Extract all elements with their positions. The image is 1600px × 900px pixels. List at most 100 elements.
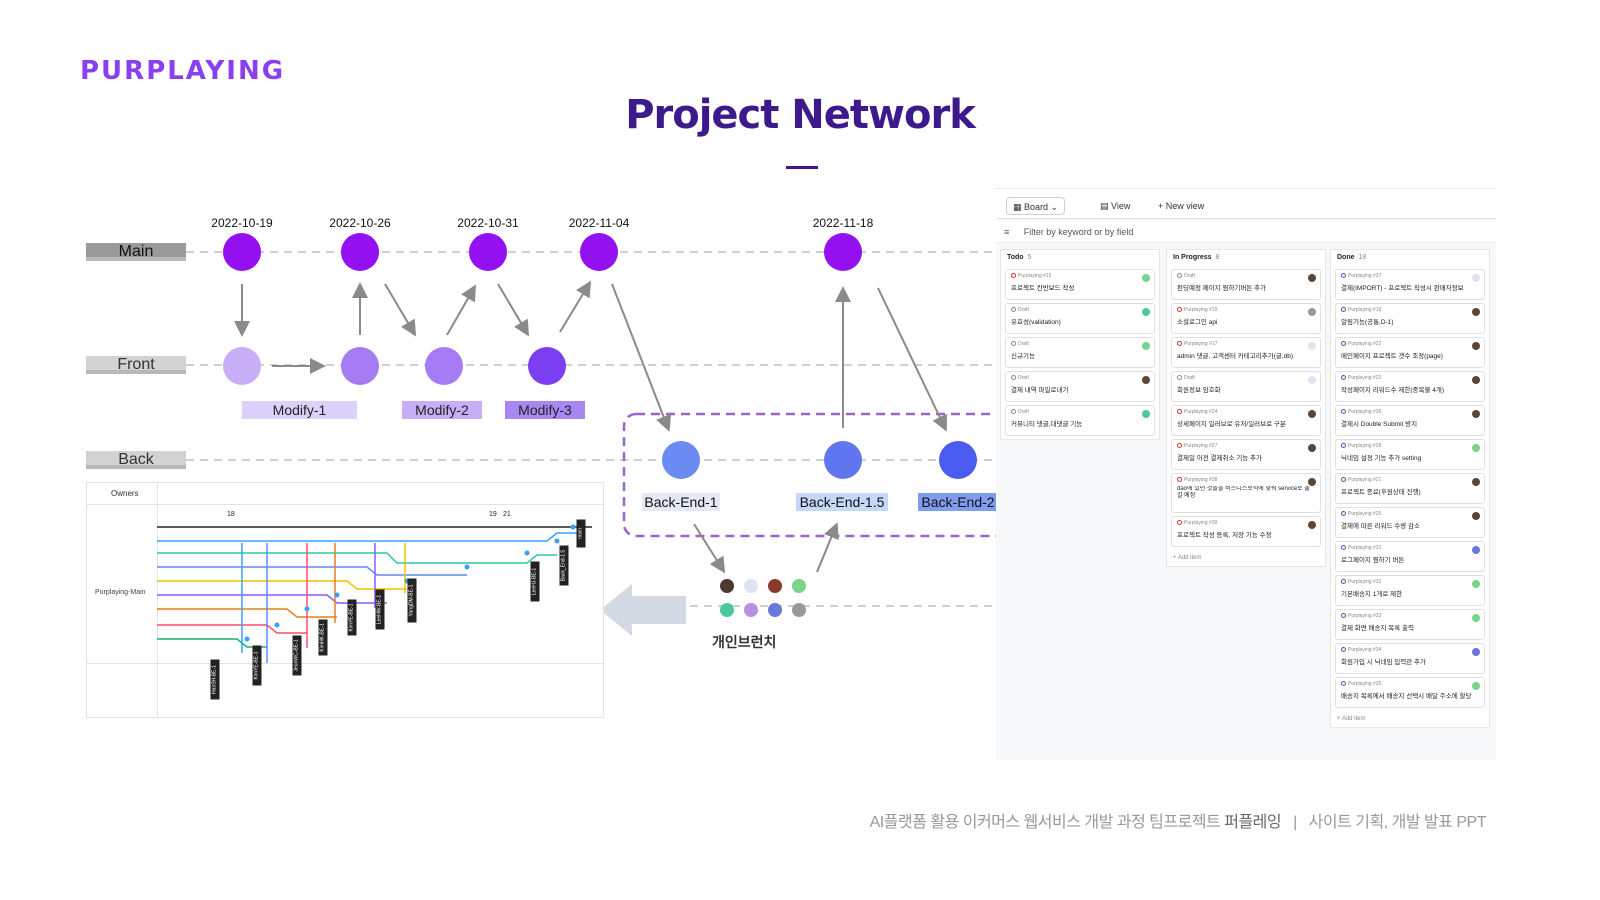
git-graph-panel: Owners Purplaying-Main 18 19 21 bbox=[86, 482, 604, 718]
tab-view-label: View bbox=[1111, 201, 1131, 211]
front-tag-modify-2: Modify-2 bbox=[402, 401, 482, 419]
footer-desc: 사이트 기획, 개발 발표 PPT bbox=[1308, 814, 1487, 831]
filter-input[interactable]: Filter by keyword or by field bbox=[1023, 227, 1134, 237]
plus-icon: + bbox=[1158, 201, 1166, 211]
front-node-3 bbox=[425, 347, 463, 385]
branch-tag: YangDM-BE-1 bbox=[407, 578, 417, 623]
front-node-1 bbox=[223, 347, 261, 385]
filter-bar[interactable]: ≡ Filter by keyword or by field bbox=[996, 221, 1496, 243]
tab-new-view[interactable]: + New view bbox=[1158, 197, 1204, 215]
personal-branch-label: 개인브런치 bbox=[712, 634, 777, 650]
owners-header: Owners bbox=[111, 489, 139, 498]
project-board: ▦ Board ⌄ ▤ View + New view ≡ Filter by … bbox=[996, 188, 1496, 760]
back-tag-1: Back-End-1 bbox=[642, 493, 720, 511]
back-node-2 bbox=[824, 441, 862, 479]
title-underline bbox=[786, 166, 818, 169]
branch-tag: LeeHJ-BE-1 bbox=[530, 561, 540, 602]
owner-divider bbox=[157, 483, 158, 717]
footer: AI플랫폼 활용 이커머스 웹서비스 개발 과정 팀프로젝트 퍼플레잉 | 사이… bbox=[869, 808, 1487, 832]
add-item-button[interactable]: + Add item bbox=[1337, 716, 1366, 722]
add-item-button[interactable]: + Add item bbox=[1173, 555, 1202, 561]
board-toolbar: ▦ Board ⌄ ▤ View + New view bbox=[996, 189, 1496, 219]
scale-19: 19 bbox=[489, 511, 497, 518]
table-icon: ▤ bbox=[1100, 201, 1112, 211]
row-divider bbox=[87, 663, 603, 664]
branch-tag-main: main bbox=[576, 519, 586, 548]
back-node-3 bbox=[939, 441, 977, 479]
scale-18: 18 bbox=[227, 511, 235, 518]
lane-label-front: Front bbox=[86, 356, 186, 374]
filter-icon: ≡ bbox=[1004, 227, 1010, 237]
tab-board-label: Board bbox=[1024, 202, 1049, 212]
branch-tag: HanSH-BE-1 bbox=[210, 659, 220, 700]
branch-tag: LeeHW-BE-1 bbox=[375, 589, 385, 630]
main-node-4 bbox=[580, 233, 618, 271]
front-tag-modify-3: Modify-3 bbox=[505, 401, 585, 419]
tab-new-view-label: New view bbox=[1165, 201, 1205, 211]
date-label: 2022-10-26 bbox=[329, 216, 391, 230]
lane-label-main: Main bbox=[86, 243, 186, 261]
git-graph-lines bbox=[157, 524, 592, 663]
date-label: 2022-11-18 bbox=[812, 216, 874, 230]
left-big-arrow bbox=[600, 584, 686, 636]
scale-21: 21 bbox=[503, 511, 511, 518]
branch-tag: KimYE-BE-1 bbox=[347, 599, 357, 636]
tab-board[interactable]: ▦ Board ⌄ bbox=[1006, 197, 1066, 215]
branch-tag: JeonWC-BE-1 bbox=[292, 635, 302, 676]
front-node-4 bbox=[528, 347, 566, 385]
date-label: 2022-11-04 bbox=[568, 216, 630, 230]
date-label: 2022-10-19 bbox=[211, 216, 273, 230]
main-node-2 bbox=[341, 233, 379, 271]
row-label: Purplaying-Main bbox=[95, 589, 146, 596]
board-icon: ▦ bbox=[1013, 202, 1025, 212]
front-tag-modify-1: Modify-1 bbox=[242, 401, 357, 419]
tab-view[interactable]: ▤ View bbox=[1100, 197, 1130, 215]
footer-separator: | bbox=[1293, 814, 1297, 831]
git-graph-header: Owners bbox=[87, 483, 603, 505]
branch-tag: KimHK-BE-1 bbox=[318, 619, 328, 656]
main-node-3 bbox=[469, 233, 507, 271]
main-node-5 bbox=[824, 233, 862, 271]
back-tag-1-5: Back-End-1.5 bbox=[796, 493, 888, 511]
personal-branch-avatars bbox=[720, 579, 806, 617]
backend-group-box bbox=[622, 412, 1014, 538]
back-tag-2: Back-End-2 bbox=[918, 493, 998, 511]
branch-tag: KimYE-BE-1 bbox=[252, 645, 262, 686]
date-label: 2022-10-31 bbox=[457, 216, 519, 230]
main-node-1 bbox=[223, 233, 261, 271]
footer-course: AI플랫폼 활용 이커머스 웹서비스 개발 과정 팀프로젝트 bbox=[869, 814, 1221, 831]
